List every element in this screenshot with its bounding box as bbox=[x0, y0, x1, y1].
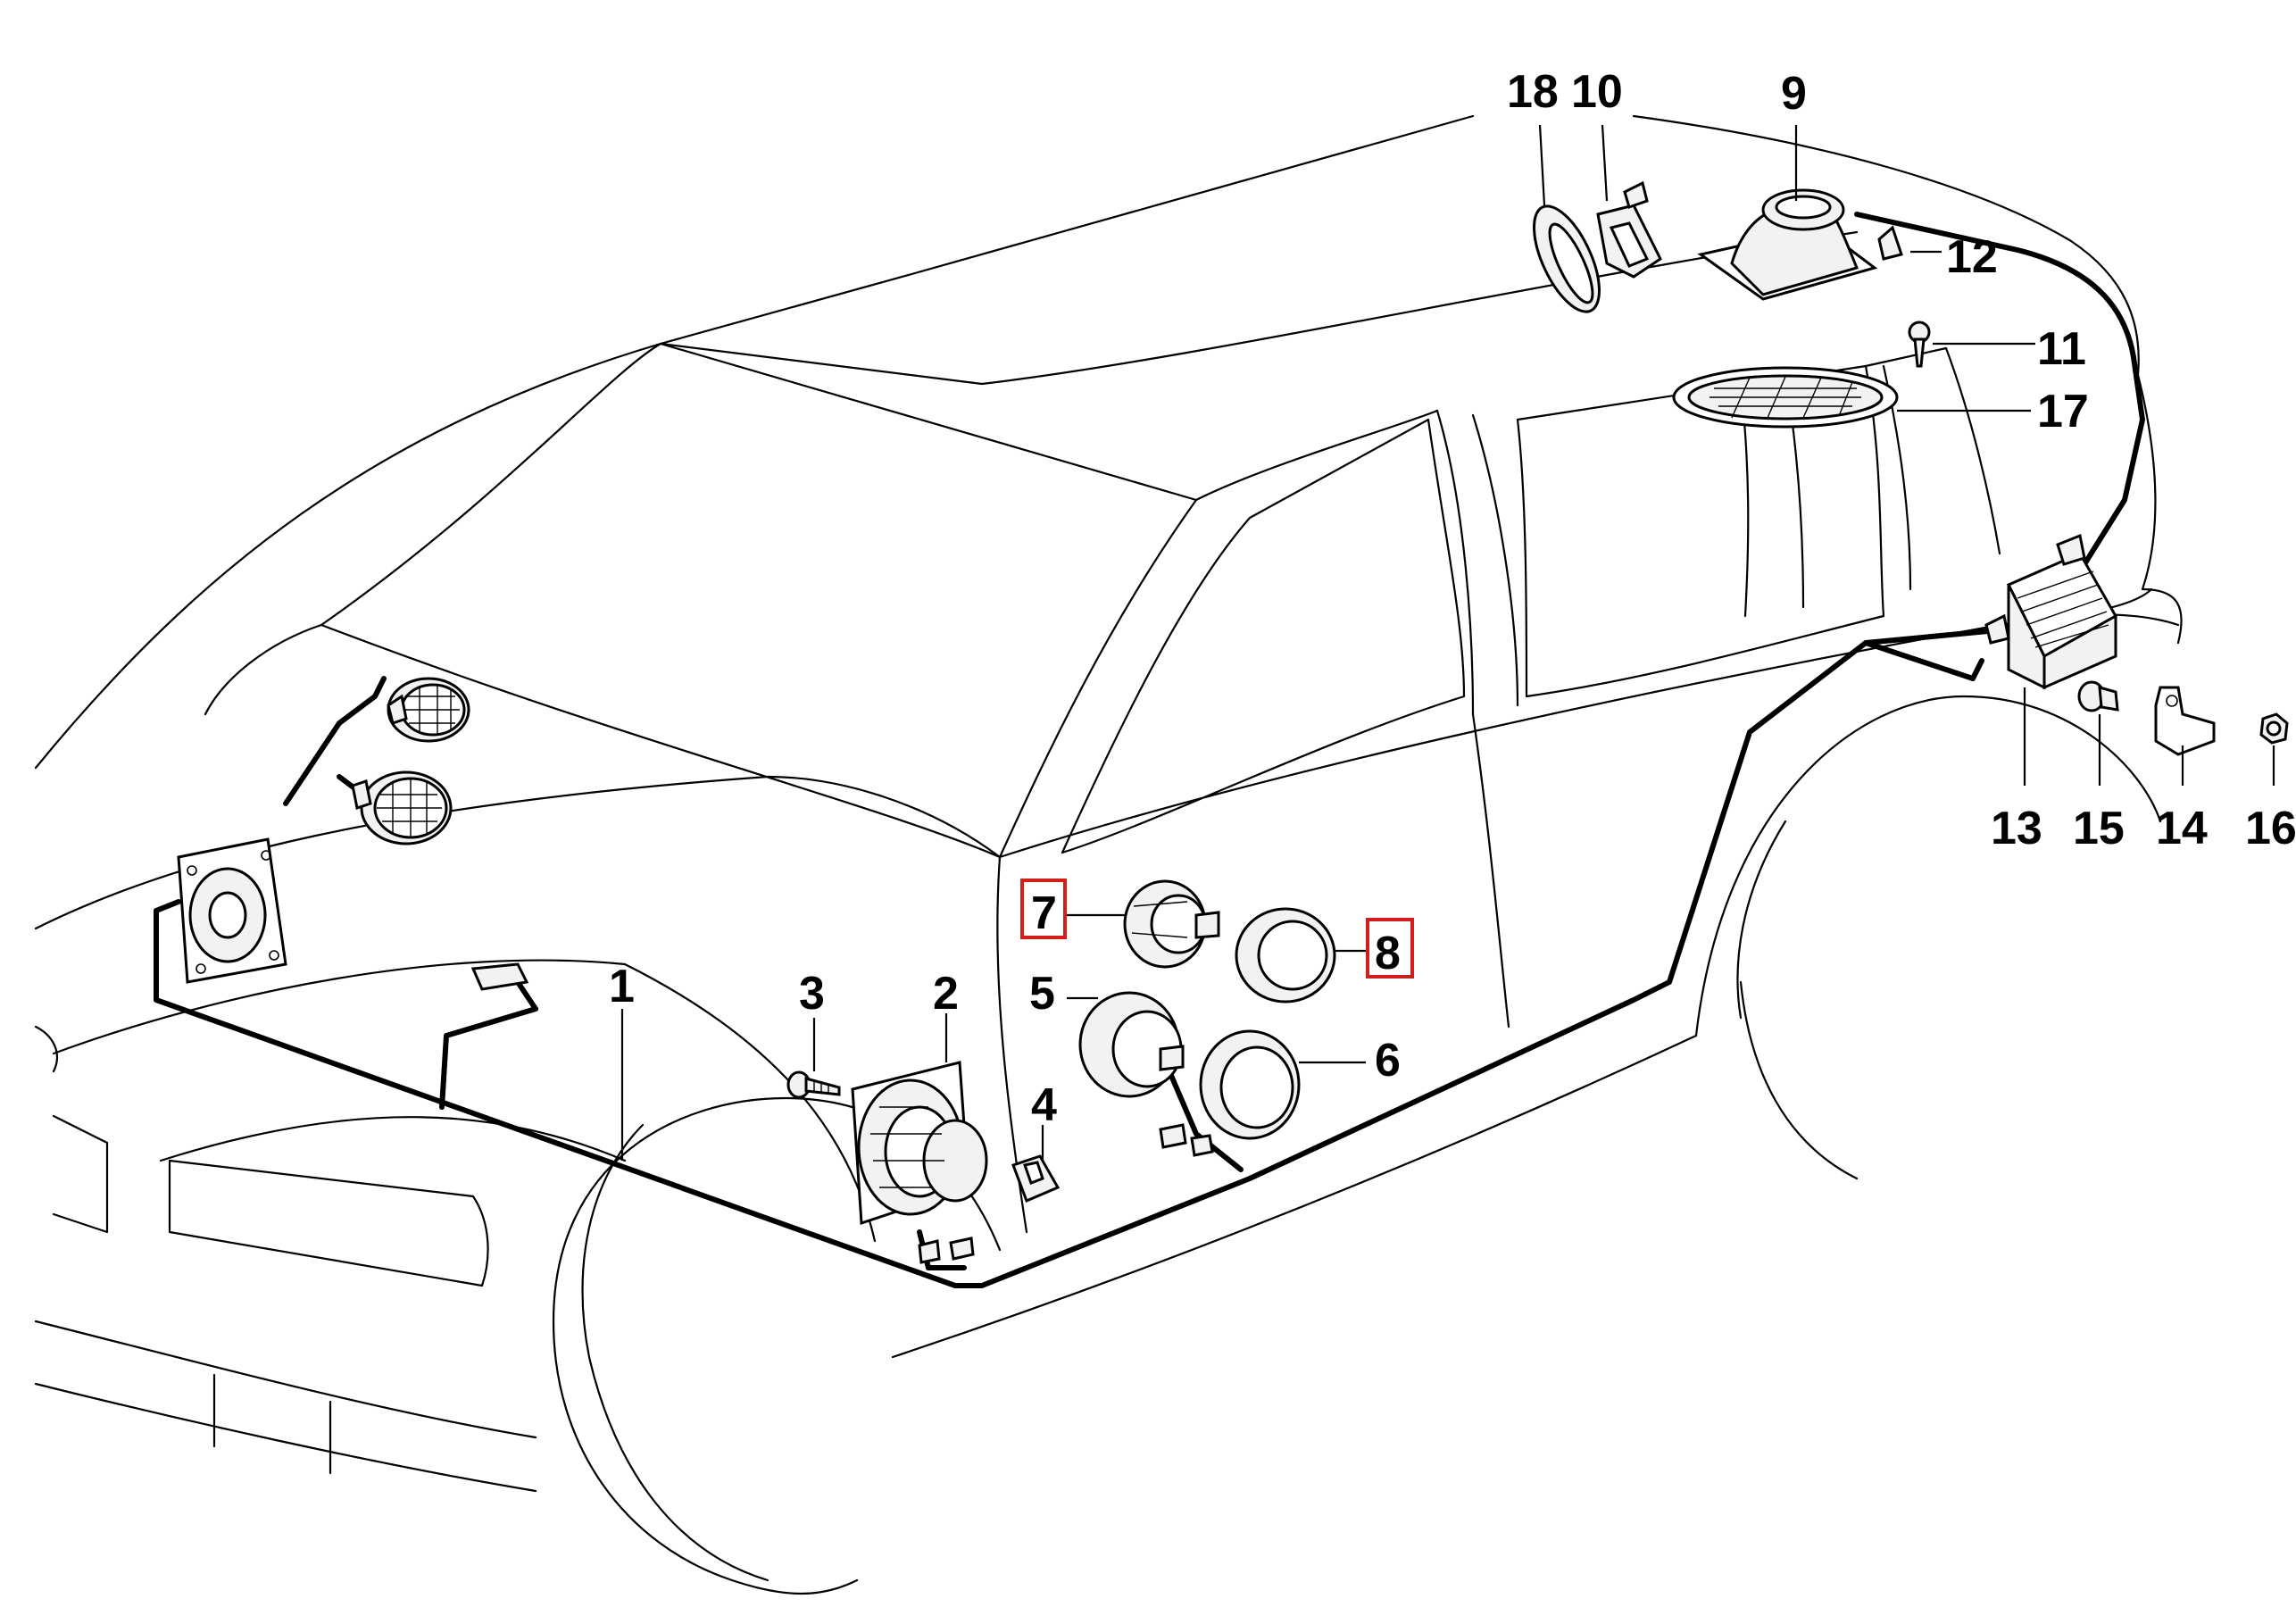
part-6-trim-ring bbox=[1199, 1029, 1301, 1140]
part-14-bracket bbox=[2154, 686, 2216, 756]
callout-2: 2 bbox=[933, 968, 959, 1020]
part-12-clip bbox=[1877, 225, 1903, 261]
callout-11: 11 bbox=[2037, 323, 2086, 375]
part-11-screw bbox=[1908, 321, 1931, 368]
part-4-clip bbox=[1011, 1154, 1061, 1203]
part-5-speaker bbox=[1078, 991, 1214, 1157]
callout-14: 14 bbox=[2156, 803, 2208, 854]
callout-17: 17 bbox=[2037, 386, 2089, 437]
callout-5: 5 bbox=[1029, 968, 1055, 1020]
front-tweeter-lower bbox=[351, 770, 453, 845]
callout-8: 8 bbox=[1375, 928, 1401, 979]
callout-7: 7 bbox=[1031, 887, 1057, 939]
car-body-outline bbox=[34, 114, 2183, 1595]
callout-4: 4 bbox=[1031, 1079, 1057, 1131]
part-10-bracket bbox=[1596, 180, 1662, 279]
front-tweeter-upper bbox=[387, 677, 470, 743]
highlight-box-7 bbox=[1020, 879, 1067, 939]
callout-1: 1 bbox=[609, 961, 635, 1012]
part-15-bolt bbox=[2077, 680, 2119, 712]
part-3-screw bbox=[786, 1070, 841, 1099]
callout-9: 9 bbox=[1781, 68, 1807, 120]
callout-6: 6 bbox=[1375, 1035, 1401, 1087]
callout-12: 12 bbox=[1946, 231, 1998, 283]
part-18-trim-cover bbox=[1533, 204, 1601, 313]
part-13-amplifier bbox=[1984, 533, 2118, 690]
callout-3: 3 bbox=[799, 968, 825, 1020]
connector-hood bbox=[470, 962, 529, 991]
callout-13: 13 bbox=[1991, 803, 2042, 854]
callout-16: 16 bbox=[2245, 803, 2296, 854]
part-2-woofer bbox=[851, 1061, 988, 1264]
part-8-trim-ring bbox=[1235, 907, 1336, 1004]
front-left-woofer bbox=[177, 837, 287, 984]
callout-labels: 18 10 9 12 11 17 13 15 14 16 7 8 5 6 4 2… bbox=[609, 66, 2296, 1131]
callout-15: 15 bbox=[2073, 803, 2125, 854]
part-17-speaker-grille bbox=[1672, 366, 1899, 429]
leader-lines bbox=[620, 124, 2275, 1161]
callout-18: 18 bbox=[1507, 66, 1559, 118]
part-7-tweeter bbox=[1123, 879, 1220, 969]
highlight-box-8 bbox=[1366, 918, 1414, 979]
part-16-nut bbox=[2259, 712, 2289, 745]
callout-10: 10 bbox=[1571, 66, 1623, 118]
part-9-rear-speaker bbox=[1697, 188, 1878, 301]
